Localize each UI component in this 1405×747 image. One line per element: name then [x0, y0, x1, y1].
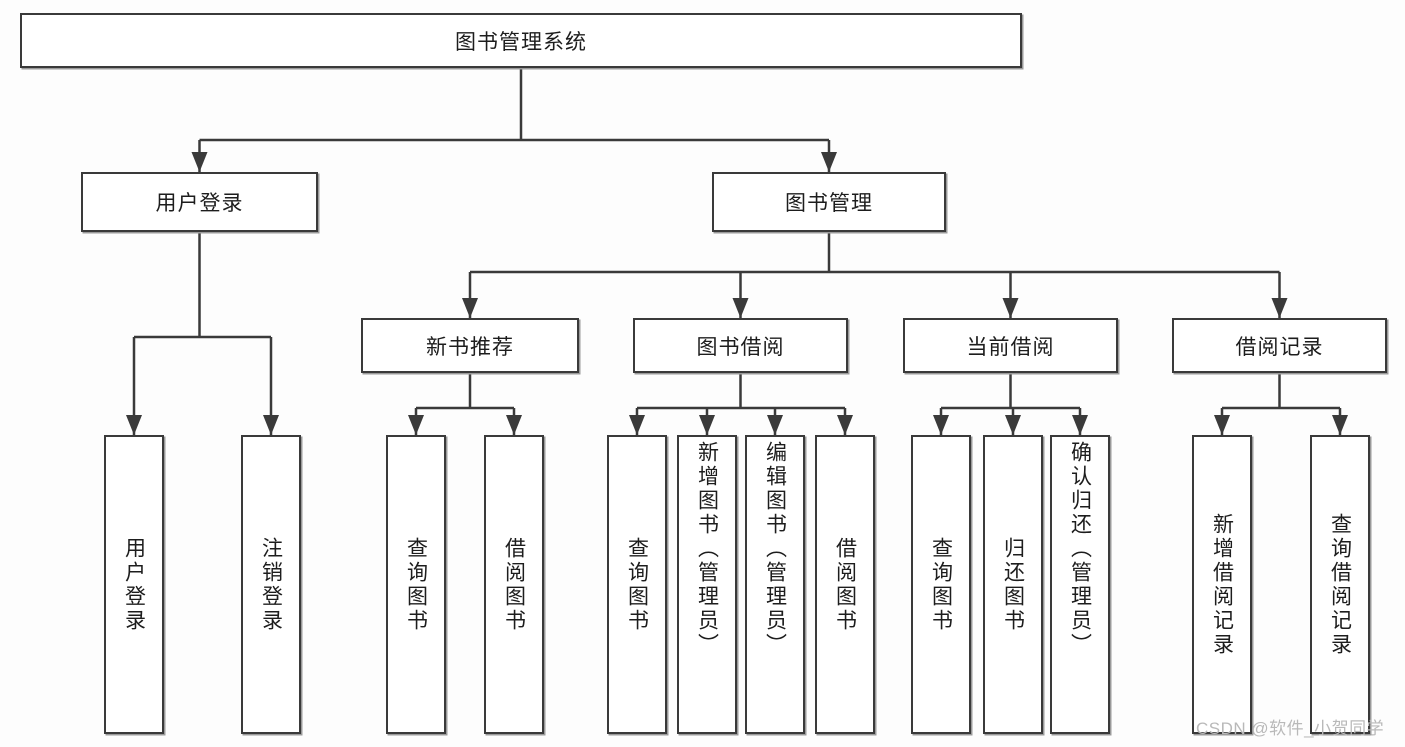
node-root[interactable]: 图书管理系统 — [20, 13, 1022, 68]
node-label: 用户登录 — [155, 192, 244, 215]
arrowhead-leaf-rc-add — [1214, 415, 1230, 435]
node-leaf-cu-confirm[interactable]: 确认归还（管理员） — [1050, 435, 1110, 734]
node-leaf-bw-query[interactable]: 查询图书 — [607, 435, 667, 734]
arrowhead-leaf-rc-query — [1332, 415, 1348, 435]
node-label: 查询图书 — [404, 536, 428, 633]
arrowhead-leaf-bw-add — [699, 415, 715, 435]
node-leaf-bw-edit[interactable]: 编辑图书（管理员） — [745, 435, 805, 734]
node-label: 用户登录 — [122, 536, 146, 633]
arrowhead-leaf-cu-return — [1005, 415, 1021, 435]
arrowhead-leaf-user-login — [126, 415, 142, 435]
node-label: 查询借阅记录 — [1328, 512, 1352, 657]
arrowhead-current — [1002, 298, 1019, 318]
node-leaf-rc-query[interactable]: 查询借阅记录 — [1310, 435, 1370, 734]
node-newbook[interactable]: 新书推荐 — [361, 318, 579, 373]
node-label: 查询图书 — [929, 536, 953, 633]
arrowhead-records — [1271, 298, 1288, 318]
node-label: 借阅图书 — [502, 536, 526, 633]
arrowhead-leaf-cu-confirm — [1072, 415, 1088, 435]
arrowhead-leaf-user-logout — [263, 415, 279, 435]
node-login[interactable]: 用户登录 — [81, 172, 318, 232]
node-label: 借阅记录 — [1235, 335, 1324, 359]
arrowhead-borrow — [732, 298, 749, 318]
node-label: 查询图书 — [625, 536, 649, 633]
node-leaf-cu-return[interactable]: 归还图书 — [983, 435, 1043, 734]
node-label: 当前借阅 — [966, 335, 1055, 359]
node-leaf-bw-borrow[interactable]: 借阅图书 — [815, 435, 875, 734]
node-leaf-nb-query[interactable]: 查询图书 — [386, 435, 446, 734]
node-leaf-user-logout[interactable]: 注销登录 — [241, 435, 301, 734]
arrowhead-leaf-nb-query — [408, 415, 424, 435]
node-label: 新书推荐 — [426, 335, 514, 359]
arrowhead-leaf-bw-query — [629, 415, 645, 435]
arrowhead-newbook — [462, 298, 478, 318]
arrowhead-login — [191, 152, 208, 172]
node-label: 图书管理 — [785, 192, 873, 215]
arrowhead-leaf-bw-borrow — [837, 415, 853, 435]
node-borrow[interactable]: 图书借阅 — [633, 318, 848, 373]
node-label: 借阅图书 — [833, 536, 857, 633]
node-bookmgmt[interactable]: 图书管理 — [712, 172, 946, 232]
node-label: 图书管理系统 — [455, 30, 587, 54]
node-leaf-nb-borrow[interactable]: 借阅图书 — [484, 435, 544, 734]
node-label: 归还图书 — [1001, 536, 1025, 633]
node-label: 图书借阅 — [696, 335, 785, 359]
node-leaf-user-login[interactable]: 用户登录 — [104, 435, 164, 734]
arrowhead-leaf-cu-query — [933, 415, 949, 435]
node-leaf-rc-add[interactable]: 新增借阅记录 — [1192, 435, 1252, 734]
arrowhead-leaf-bw-edit — [767, 415, 783, 435]
node-label: 编辑图书（管理员） — [763, 441, 787, 657]
watermark: CSDN @软件_小贺同学 — [1196, 719, 1385, 738]
arrowhead-bookmgmt — [821, 152, 837, 172]
arrowhead-leaf-nb-borrow — [506, 415, 522, 435]
node-label: 注销登录 — [259, 536, 283, 633]
node-label: 确认归还（管理员） — [1068, 441, 1092, 657]
node-current[interactable]: 当前借阅 — [903, 318, 1118, 373]
node-leaf-cu-query[interactable]: 查询图书 — [911, 435, 971, 734]
node-records[interactable]: 借阅记录 — [1172, 318, 1387, 373]
node-label: 新增图书（管理员） — [695, 441, 719, 657]
node-leaf-bw-add[interactable]: 新增图书（管理员） — [677, 435, 737, 734]
node-label: 新增借阅记录 — [1210, 512, 1234, 657]
